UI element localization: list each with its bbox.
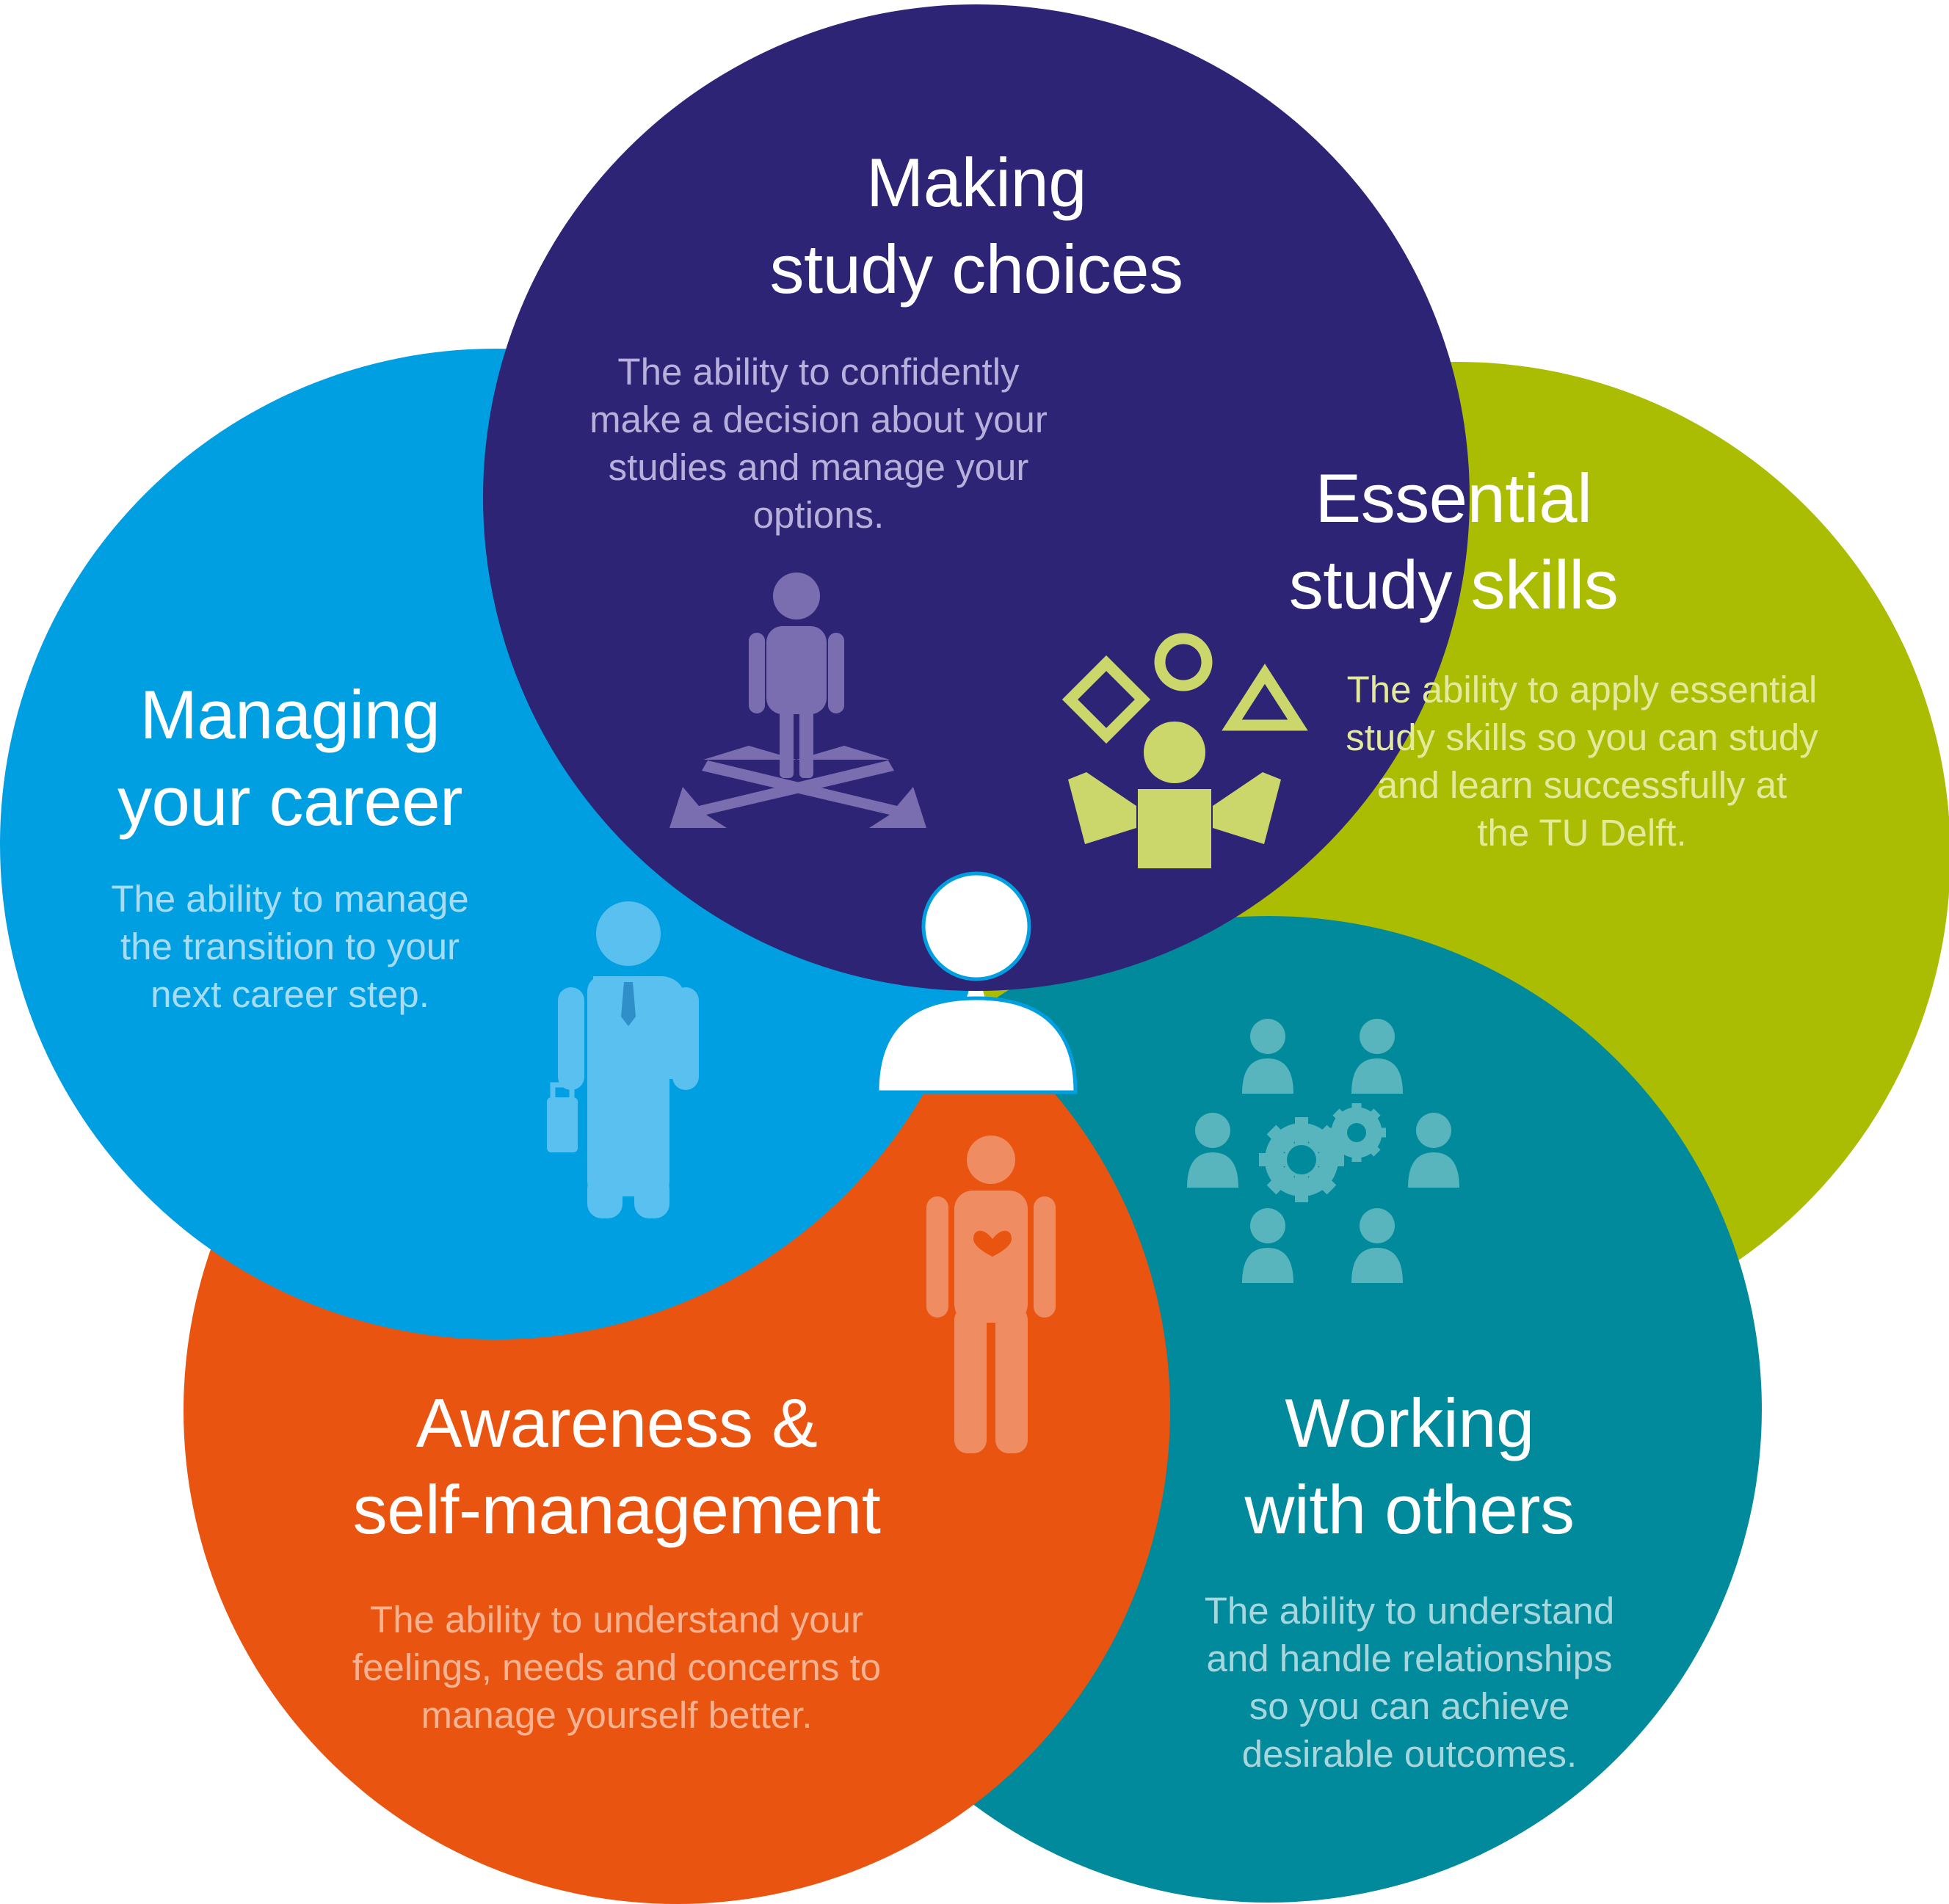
juggling-shapes-person-icon <box>1061 633 1308 868</box>
description-line: The ability to manage <box>111 878 469 920</box>
gear-large-icon <box>1259 1117 1344 1202</box>
description-line: desirable outcomes. <box>1241 1733 1578 1775</box>
description-line: The ability to apply essential <box>1346 669 1818 711</box>
description-line: studies and manage your <box>608 446 1029 488</box>
title-line: Managing <box>139 676 440 753</box>
team-gears-icon <box>1187 1019 1459 1283</box>
description-line: make a decision about your <box>589 399 1048 440</box>
title-line: study skills <box>1288 546 1619 623</box>
title-line: Essential <box>1315 459 1592 537</box>
description-line: study skills so you can study <box>1346 716 1818 758</box>
title-line: Working <box>1285 1384 1534 1461</box>
career-text: Managing your career <box>15 672 565 845</box>
description-line: the TU Delft. <box>1477 812 1687 854</box>
study-skills-title: Essential study skills <box>1145 455 1762 628</box>
study-skills-text: Essential study skills <box>1145 455 1762 628</box>
team-member-top-right <box>1351 1019 1403 1094</box>
description-line: feelings, needs and concerns to <box>352 1646 882 1688</box>
title-line: study choices <box>769 230 1183 308</box>
title-line: self-management <box>352 1471 881 1548</box>
description-line: and handle relationships <box>1206 1638 1613 1679</box>
businessman-briefcase-icon <box>547 901 699 1218</box>
team-member-left <box>1187 1113 1238 1188</box>
awareness-description: The ability to understand your feelings,… <box>294 1596 940 1739</box>
description-line: The ability to understand your <box>370 1599 863 1640</box>
description-line: The ability to understand <box>1204 1590 1615 1632</box>
title-line: Making <box>865 144 1087 221</box>
crossroads-person-icon <box>669 573 926 828</box>
team-member-right <box>1408 1113 1459 1188</box>
description-line: next career step. <box>150 973 429 1015</box>
description-line: and learn successfully at <box>1376 764 1788 806</box>
team-member-top-left <box>1242 1019 1293 1094</box>
others-text: Working with others <box>1101 1380 1718 1553</box>
team-member-bottom-left <box>1242 1208 1293 1283</box>
study-skills-description: The ability to apply essential study ski… <box>1281 666 1883 857</box>
team-member-bottom-right <box>1351 1208 1403 1283</box>
study-choices-text: Making study choices <box>661 139 1292 313</box>
title-line: with others <box>1244 1471 1575 1548</box>
title-line: Awareness & <box>415 1384 818 1461</box>
others-title: Working with others <box>1101 1380 1718 1553</box>
gear-small-icon <box>1327 1103 1386 1162</box>
others-description: The ability to understand and handle rel… <box>1101 1587 1718 1778</box>
description-line: The ability to confidently <box>617 351 1020 393</box>
description-line: manage yourself better. <box>421 1694 813 1736</box>
study-choices-title: Making study choices <box>661 139 1292 313</box>
description-line: options. <box>752 494 885 536</box>
awareness-title: Awareness & self-management <box>294 1380 940 1553</box>
career-title: Managing your career <box>15 672 565 845</box>
career-description: The ability to manage the transition to … <box>44 875 536 1018</box>
title-line: your career <box>117 763 462 840</box>
description-line: the transition to your <box>120 926 460 967</box>
student-person-icon <box>875 871 1078 1094</box>
description-line: so you can achieve <box>1249 1685 1570 1727</box>
circle-study-choices <box>483 4 1470 991</box>
awareness-text: Awareness & self-management <box>294 1380 940 1553</box>
study-choices-description: The ability to confidently make a decisi… <box>507 348 1130 539</box>
person-heart-icon <box>926 1136 1056 1453</box>
